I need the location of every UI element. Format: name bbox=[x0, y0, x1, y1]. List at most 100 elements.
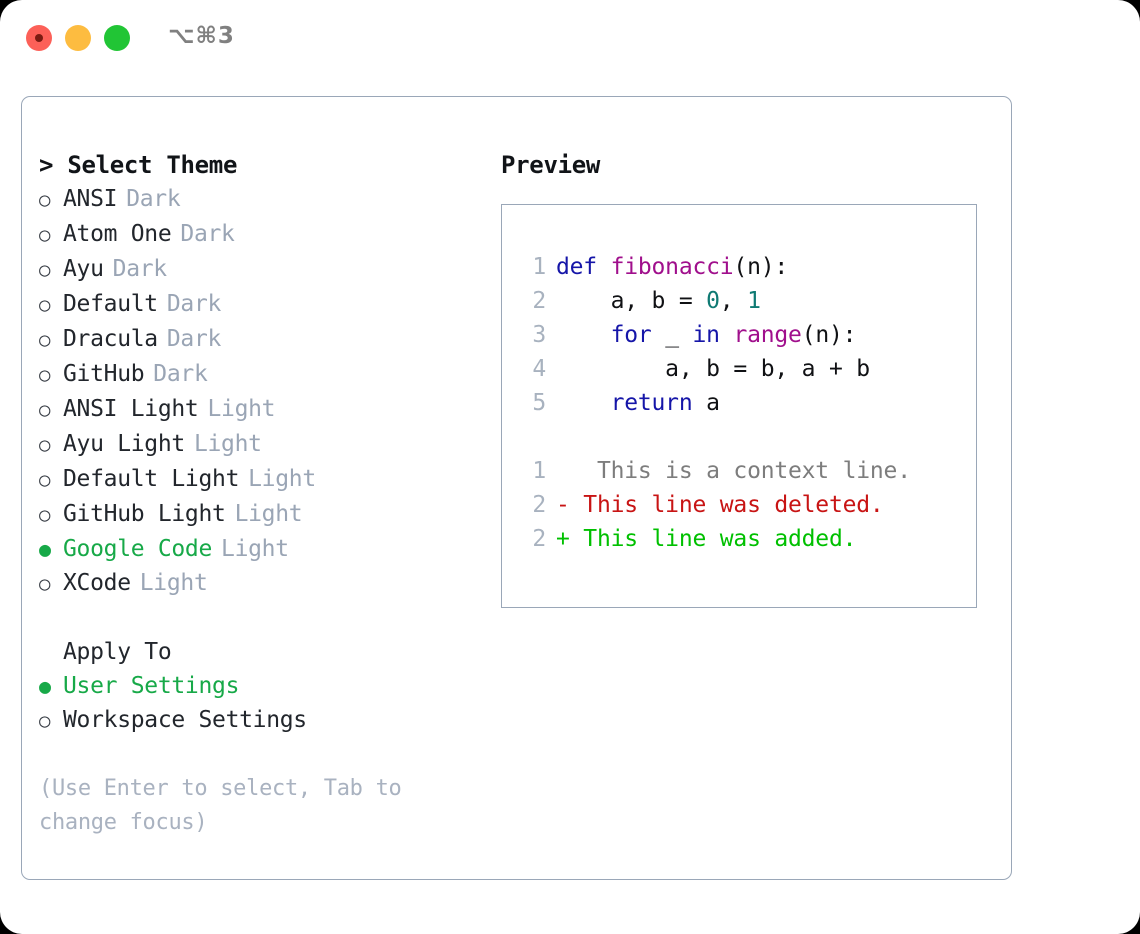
diff-line-marker: - bbox=[556, 492, 570, 518]
radio-unselected-icon[interactable]: ○ bbox=[39, 329, 51, 351]
code-token-kw: for bbox=[610, 322, 652, 348]
maximize-button[interactable] bbox=[104, 25, 130, 51]
theme-option-variant-badge: Dark bbox=[166, 326, 222, 352]
theme-option-variant-badge: Light bbox=[248, 466, 316, 492]
theme-option-variant-badge: Light bbox=[221, 536, 289, 562]
apply-to-option[interactable]: ○ Workspace Settings bbox=[39, 703, 489, 738]
theme-option[interactable]: ○ ANSI Light Light bbox=[39, 392, 489, 427]
code-line-text: a, b = b, a + b bbox=[556, 352, 870, 386]
diff-line-text: This is a context line. bbox=[569, 458, 911, 484]
radio-unselected-icon[interactable]: ○ bbox=[39, 399, 51, 421]
radio-selected-icon[interactable]: ● bbox=[39, 674, 51, 698]
theme-option-label: Dracula bbox=[63, 326, 158, 352]
code-token-kw: in bbox=[692, 322, 720, 348]
theme-option[interactable]: ○ Ayu Dark bbox=[39, 252, 489, 287]
code-token-pl: a, b = b, a + b bbox=[556, 356, 870, 382]
code-line-text: return a bbox=[556, 386, 720, 420]
theme-option-label: Google Code bbox=[63, 536, 213, 562]
preview-column: Preview 1 def fibonacci(n): 2 a, b = 0, 1 3… bbox=[501, 148, 1001, 608]
code-sample: 1 def fibonacci(n): 2 a, b = 0, 1 3 for _ i… bbox=[512, 250, 972, 556]
radio-unselected-icon[interactable]: ○ bbox=[39, 573, 51, 595]
caret-icon: > bbox=[39, 151, 54, 179]
radio-unselected-icon[interactable]: ○ bbox=[39, 469, 51, 491]
apply-to-list[interactable]: ● User Settings ○ Workspace Settings bbox=[39, 669, 489, 738]
diff-line-number: 2 bbox=[532, 492, 546, 518]
theme-option-label: Atom One bbox=[63, 221, 172, 247]
window-controls bbox=[26, 25, 130, 51]
theme-option-variant-badge: Dark bbox=[153, 361, 208, 387]
diff-line-number: 2 bbox=[532, 526, 546, 552]
minimize-button[interactable] bbox=[65, 25, 91, 51]
code-token-fn: fibonacci bbox=[610, 254, 734, 280]
code-token-kw: return bbox=[610, 390, 693, 416]
radio-selected-icon[interactable]: ● bbox=[39, 537, 51, 561]
apply-to-option-label: Workspace Settings bbox=[63, 707, 307, 733]
theme-option-label: Ayu bbox=[63, 256, 104, 282]
code-token-pl bbox=[556, 322, 611, 348]
theme-option-label: Default Light bbox=[63, 466, 240, 492]
radio-unselected-icon[interactable]: ○ bbox=[39, 294, 51, 316]
diff-line-text: This line was deleted. bbox=[569, 492, 884, 518]
code-token-pl: , bbox=[719, 288, 748, 314]
keyboard-hint: (Use Enter to select, Tab to change focu… bbox=[39, 776, 402, 835]
diff-lines: 1 This is a context line. 2- This line wa… bbox=[512, 454, 972, 556]
code-token-pl: a, b = bbox=[556, 288, 707, 314]
keyboard-shortcut-label: ⌥⌘3 bbox=[168, 23, 235, 49]
radio-unselected-icon[interactable]: ○ bbox=[39, 259, 51, 281]
code-token-fn: range bbox=[733, 322, 802, 348]
code-line: 1 def fibonacci(n): bbox=[512, 250, 972, 284]
code-line-text: def fibonacci(n): bbox=[556, 250, 788, 284]
apply-to-option-label: User Settings bbox=[63, 673, 240, 699]
diff-line: 1 This is a context line. bbox=[512, 454, 972, 488]
apply-to-header: ○Apply To bbox=[39, 635, 489, 669]
select-theme-header: > Select Theme bbox=[39, 148, 489, 182]
radio-unselected-icon[interactable]: ○ bbox=[39, 364, 51, 386]
theme-option-variant-badge: Light bbox=[193, 431, 262, 457]
code-line-number: 1 bbox=[532, 254, 546, 280]
code-token-pl bbox=[720, 322, 734, 348]
theme-option[interactable]: ○ Dracula Dark bbox=[39, 322, 489, 357]
code-token-num: 0 bbox=[706, 288, 720, 314]
radio-unselected-icon[interactable]: ○ bbox=[39, 189, 51, 211]
apply-to-header-label: Apply To bbox=[63, 639, 172, 665]
close-button[interactable] bbox=[26, 25, 52, 51]
preview-title: Preview bbox=[501, 151, 601, 179]
code-line-text: for _ in range(n): bbox=[556, 318, 857, 352]
code-token-num: 1 bbox=[747, 288, 761, 314]
radio-unselected-icon[interactable]: ○ bbox=[39, 224, 51, 246]
theme-option[interactable]: ● Google Code Light bbox=[39, 532, 489, 566]
apply-to-option[interactable]: ● User Settings bbox=[39, 669, 489, 703]
code-token-kw: def bbox=[556, 254, 611, 280]
diff-line-marker bbox=[556, 454, 570, 488]
theme-option[interactable]: ○ Default Light Light bbox=[39, 462, 489, 497]
code-token-pl bbox=[556, 390, 611, 416]
radio-unselected-icon[interactable]: ○ bbox=[39, 504, 51, 526]
list-spacer bbox=[39, 601, 489, 635]
code-diff-gap bbox=[512, 420, 972, 454]
theme-option-label: ANSI Light bbox=[63, 396, 199, 422]
diff-line-marker: + bbox=[556, 526, 570, 552]
radio-unselected-icon[interactable]: ○ bbox=[39, 710, 51, 732]
diff-line: 2+ This line was added. bbox=[512, 522, 972, 556]
theme-option-variant-badge: Dark bbox=[112, 256, 168, 282]
code-token-pl: _ bbox=[651, 322, 693, 348]
theme-option-label: XCode bbox=[63, 570, 131, 596]
code-line-number: 3 bbox=[532, 322, 546, 348]
diff-line-number: 1 bbox=[532, 458, 546, 484]
radio-unselected-icon[interactable]: ○ bbox=[39, 434, 51, 456]
theme-option-variant-badge: Light bbox=[207, 396, 276, 422]
code-line-text: a, b = 0, 1 bbox=[556, 284, 761, 318]
code-token-pl: (n): bbox=[733, 254, 789, 280]
code-line-number: 5 bbox=[532, 390, 546, 416]
